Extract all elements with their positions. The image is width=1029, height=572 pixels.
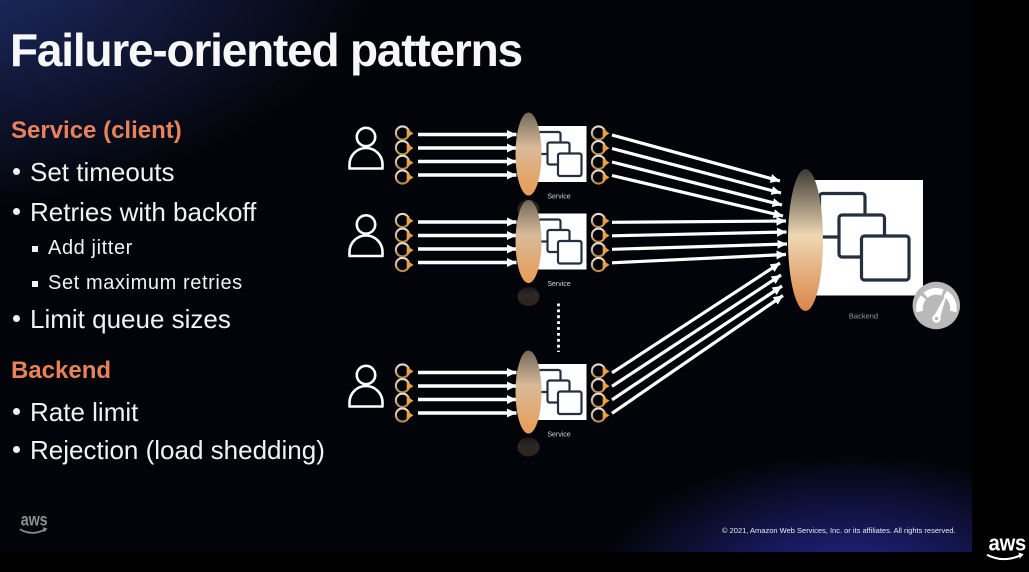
- svg-text:Backend: Backend: [849, 312, 878, 321]
- svg-text:aws: aws: [21, 511, 48, 530]
- svg-text:aws: aws: [989, 531, 1026, 555]
